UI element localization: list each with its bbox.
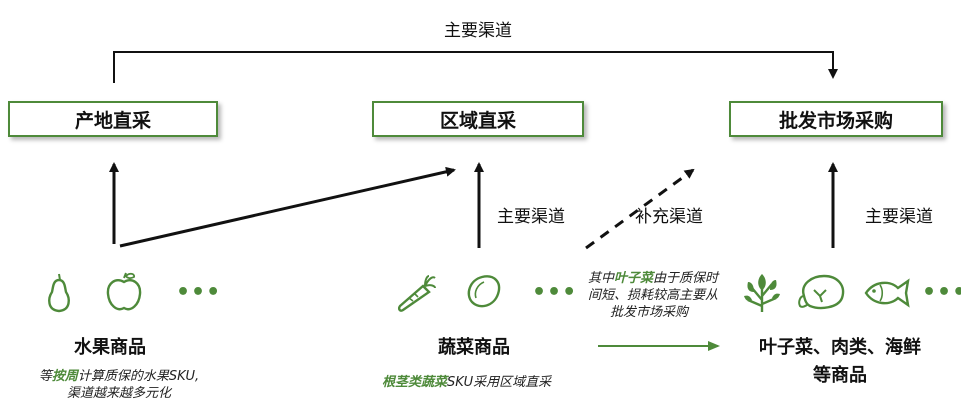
origin-direct-box: 产地直采 bbox=[8, 101, 218, 137]
leafy-note: 其中叶子菜由于质保时 间短、损耗较高主要从 批发市场采购 bbox=[588, 270, 719, 321]
fruit-to-region-arrow bbox=[119, 166, 456, 248]
fruit-more-dots: ••• bbox=[176, 280, 222, 305]
fruit-note: 等按周计算质保的水果SKU, 渠道越来越多元化 bbox=[24, 368, 214, 402]
fruit-note-line-2: 渠道越来越多元化 bbox=[66, 386, 171, 401]
leafy-greens-icon bbox=[744, 274, 780, 312]
veg-note: 根茎类蔬菜SKU采用区域直采 bbox=[382, 375, 552, 390]
veg-main-channel-label: 主要渠道 bbox=[497, 207, 565, 227]
leafy-meat-seafood-label: 叶子菜、肉类、海鲜 等商品 bbox=[750, 333, 930, 387]
chicken-icon bbox=[798, 274, 845, 310]
veg-category-label: 蔬菜商品 bbox=[438, 337, 510, 358]
fruit-note-line-1: 等按周计算质保的水果SKU, bbox=[38, 369, 200, 384]
leafy-main-channel-label: 主要渠道 bbox=[865, 207, 933, 227]
region-direct-box: 区域直采 bbox=[372, 101, 584, 137]
leafy-note-line-1: 其中叶子菜由于质保时 bbox=[588, 271, 719, 286]
leafy-meat-seafood-line-1: 叶子菜、肉类、海鲜 bbox=[759, 337, 921, 358]
supplement-channel-arrow bbox=[585, 168, 695, 250]
potato-icon bbox=[467, 275, 501, 308]
top-main-channel-arrow bbox=[113, 51, 838, 83]
leafy-meat-seafood-line-2: 等商品 bbox=[813, 365, 867, 386]
apple-icon bbox=[106, 272, 142, 311]
pear-icon bbox=[48, 273, 70, 313]
fruit-category-label: 水果商品 bbox=[74, 337, 146, 358]
wholesale-market-box: 批发市场采购 bbox=[729, 101, 943, 137]
veg-more-dots: ••• bbox=[532, 280, 578, 305]
supplement-channel-label: 补充渠道 bbox=[635, 207, 703, 227]
leafy-more-dots: ••• bbox=[922, 280, 961, 305]
fish-icon bbox=[864, 278, 910, 308]
carrot-icon bbox=[398, 275, 436, 312]
top-main-channel-label: 主要渠道 bbox=[444, 21, 512, 41]
leafy-note-line-3: 批发市场采购 bbox=[609, 305, 688, 320]
leafy-note-line-2: 间短、损耗较高主要从 bbox=[588, 288, 719, 303]
